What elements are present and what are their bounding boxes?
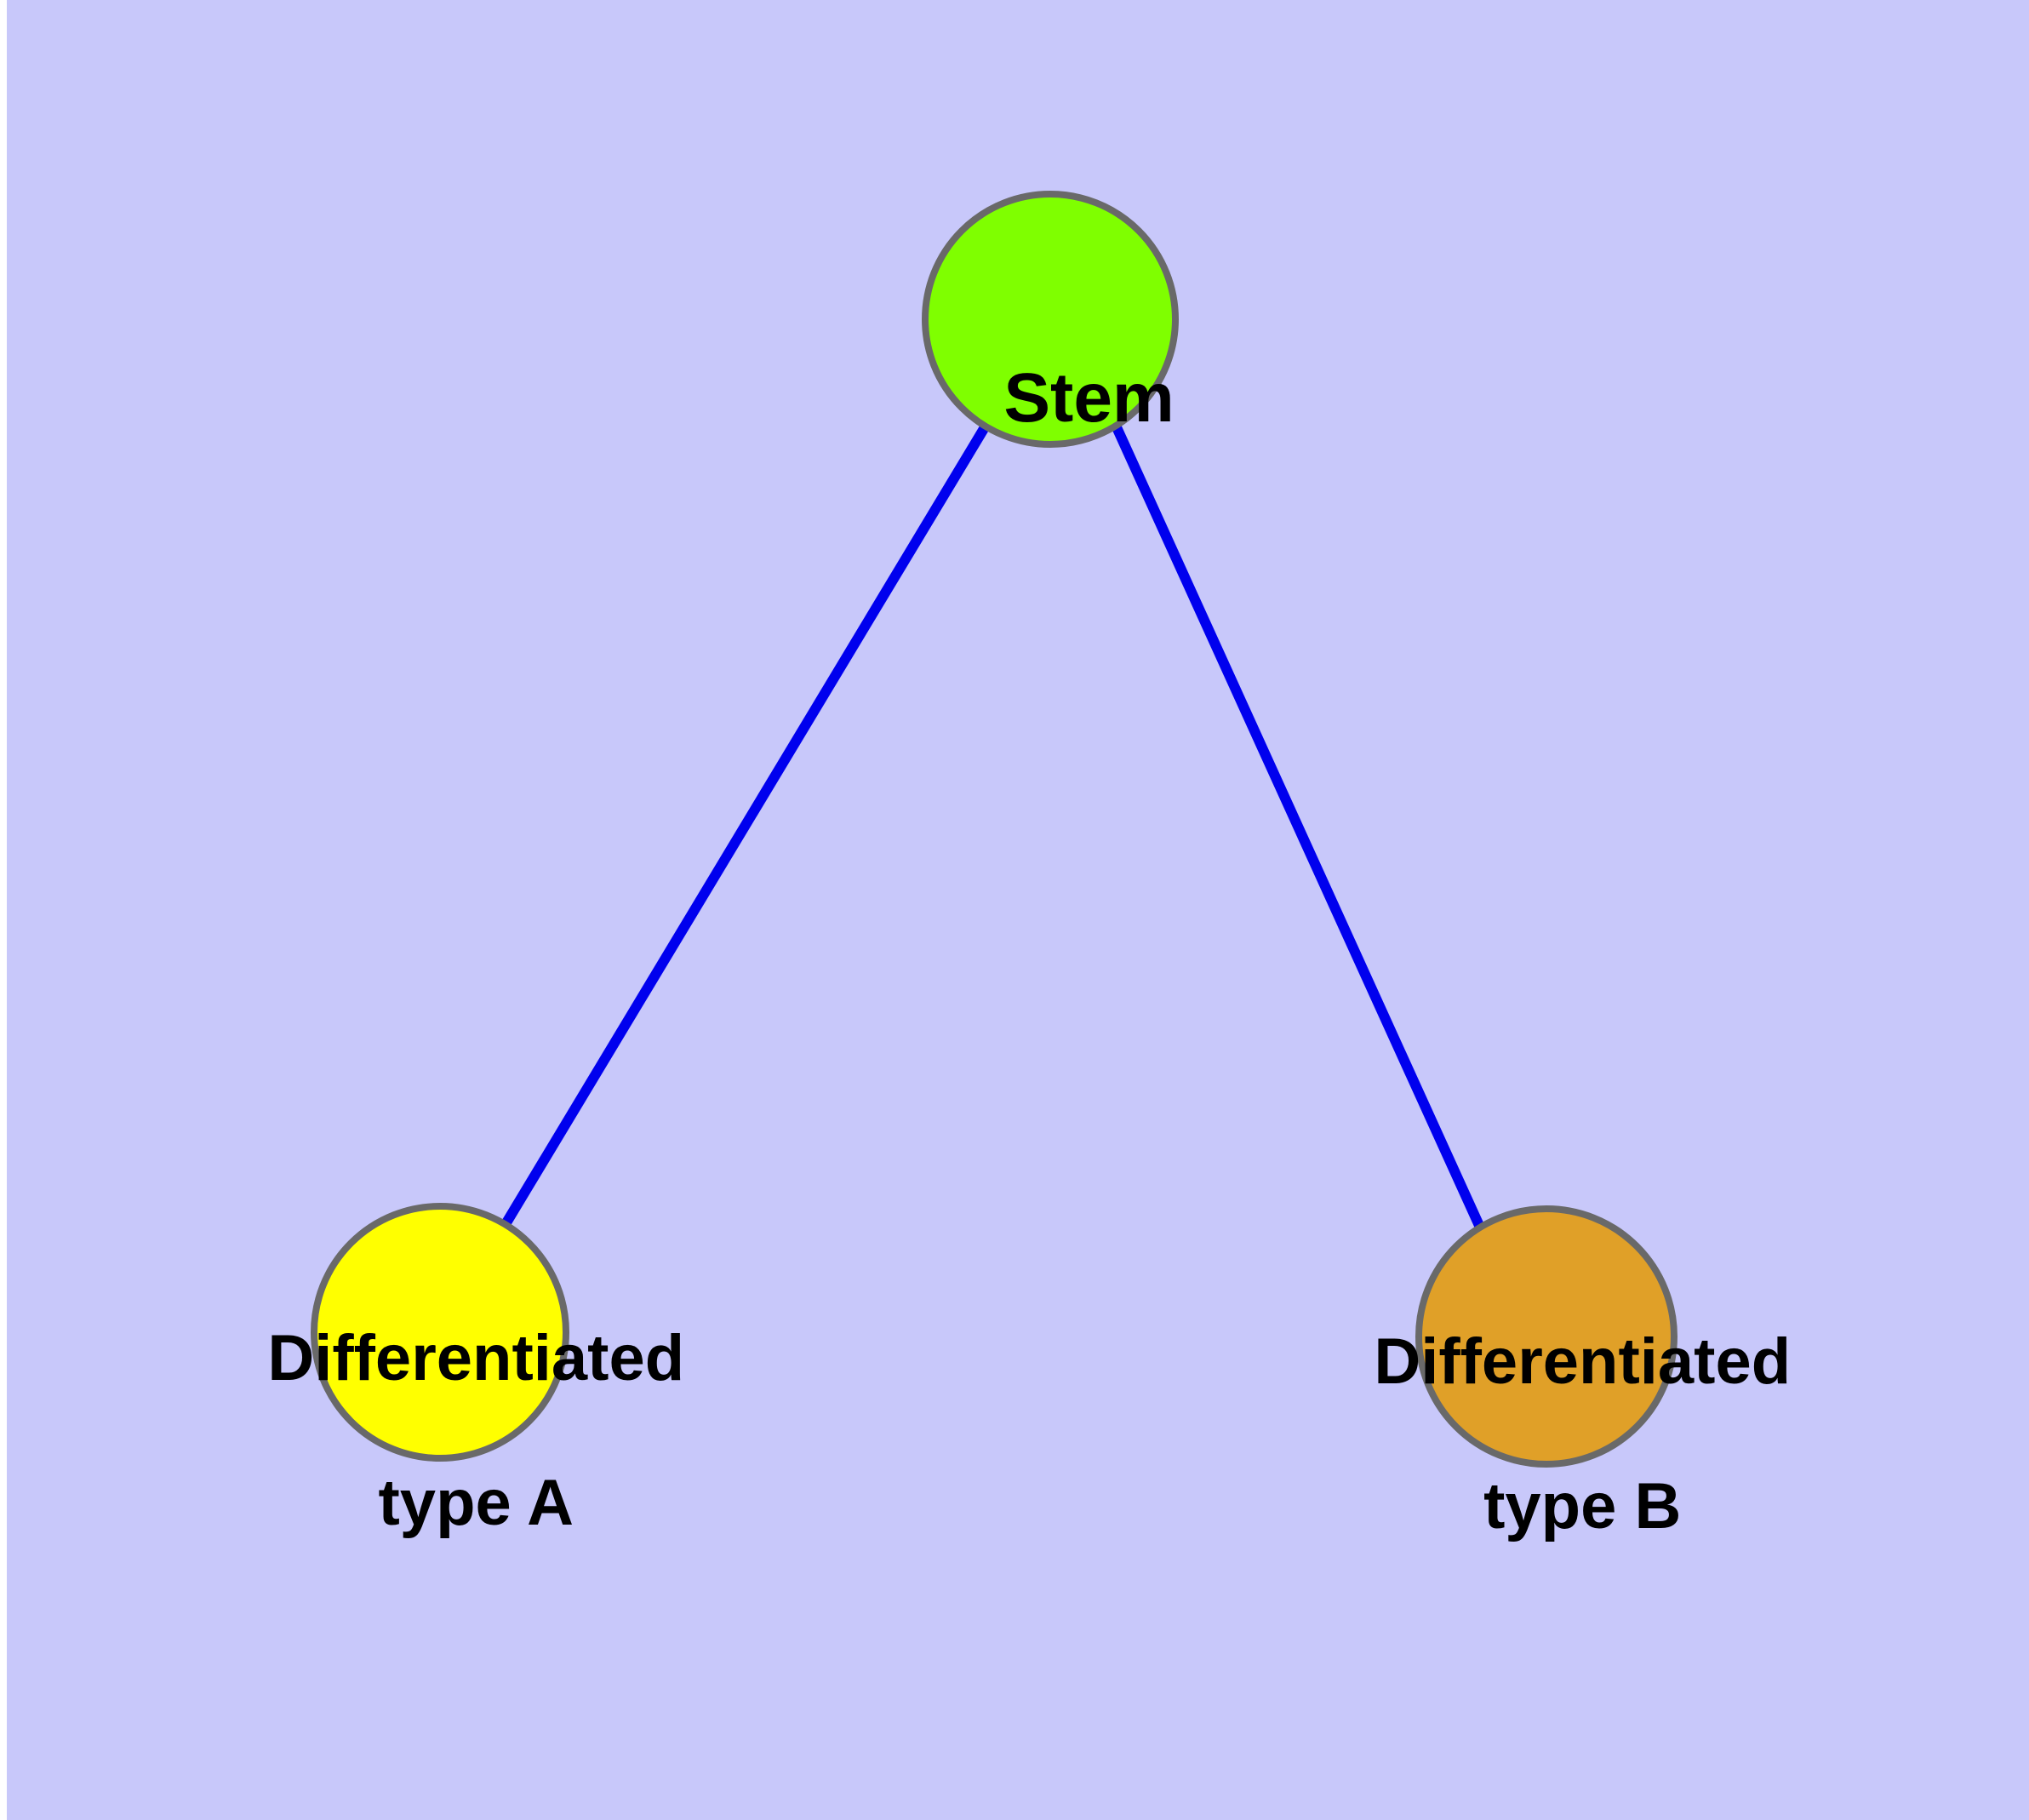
node-layer [311, 191, 1677, 1468]
node-differentiated-type-a[interactable] [311, 1203, 569, 1462]
node-differentiated-type-b[interactable] [1415, 1205, 1677, 1468]
edge-stem-to-differentiated-type-b[interactable] [1112, 425, 1486, 1232]
edge-layer [500, 424, 1486, 1232]
node-stem[interactable] [922, 191, 1179, 448]
edge-stem-to-differentiated-type-a[interactable] [500, 424, 990, 1228]
